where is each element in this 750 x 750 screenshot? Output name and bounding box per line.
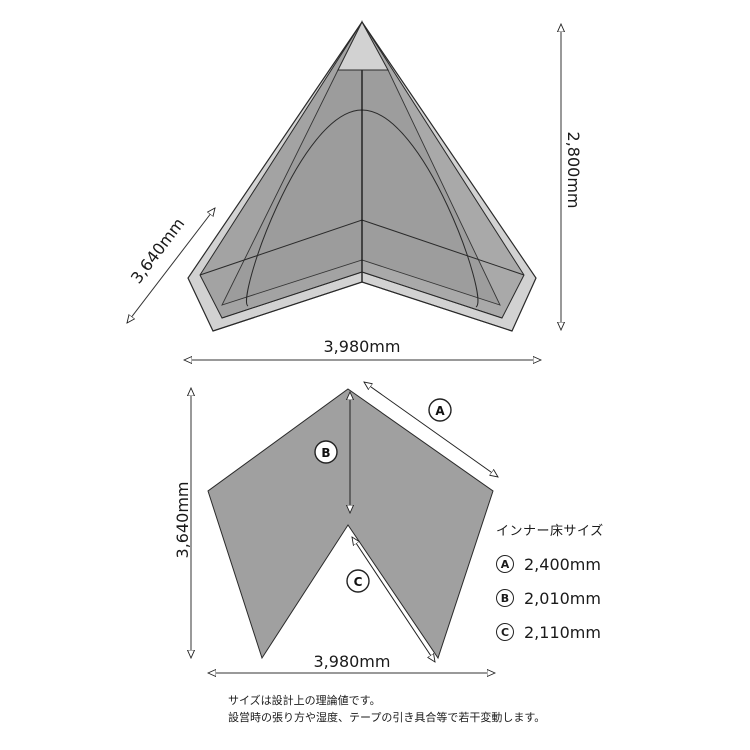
legend-item-c: C 2,110mm (496, 615, 626, 649)
note-line-2: 設営時の張り方や湿度、テープの引き具合等で若干変動します。 (228, 711, 546, 724)
note-line-1: サイズは設計上の理論値です。 (228, 694, 381, 707)
legend-item-a: A 2,400mm (496, 547, 626, 581)
floor-width-label: 3,980mm (314, 652, 391, 671)
legend-item-b: B 2,010mm (496, 581, 626, 615)
badge-b: B (496, 589, 514, 607)
inner-floor-legend: インナー床サイズ A 2,400mm B 2,010mm C 2,110mm (496, 520, 626, 649)
svg-text:B: B (321, 446, 330, 460)
svg-text:A: A (435, 404, 445, 418)
size-note: サイズは設計上の理論値です。 設営時の張り方や湿度、テープの引き具合等で若干変動… (228, 692, 545, 726)
floor-depth-label: 3,640mm (173, 482, 192, 559)
badge-c: C (496, 623, 514, 641)
legend-value-c: 2,110mm (524, 622, 601, 642)
tent-3d-view (187, 20, 537, 332)
marker-c: C (346, 569, 370, 593)
marker-b: B (314, 440, 338, 464)
dimension-a-arrow (364, 382, 498, 477)
marker-a: A (428, 398, 452, 422)
depth-label: 3,640mm (127, 214, 189, 287)
width-label: 3,980mm (324, 337, 401, 356)
height-label: 2,800mm (564, 132, 583, 209)
legend-value-a: 2,400mm (524, 554, 601, 574)
legend-title: インナー床サイズ (496, 524, 604, 539)
legend-value-b: 2,010mm (524, 588, 601, 608)
badge-a: A (496, 555, 514, 573)
depth-dimension-arrow (127, 208, 215, 323)
dimension-c-arrow (352, 537, 435, 662)
svg-text:C: C (354, 575, 363, 589)
